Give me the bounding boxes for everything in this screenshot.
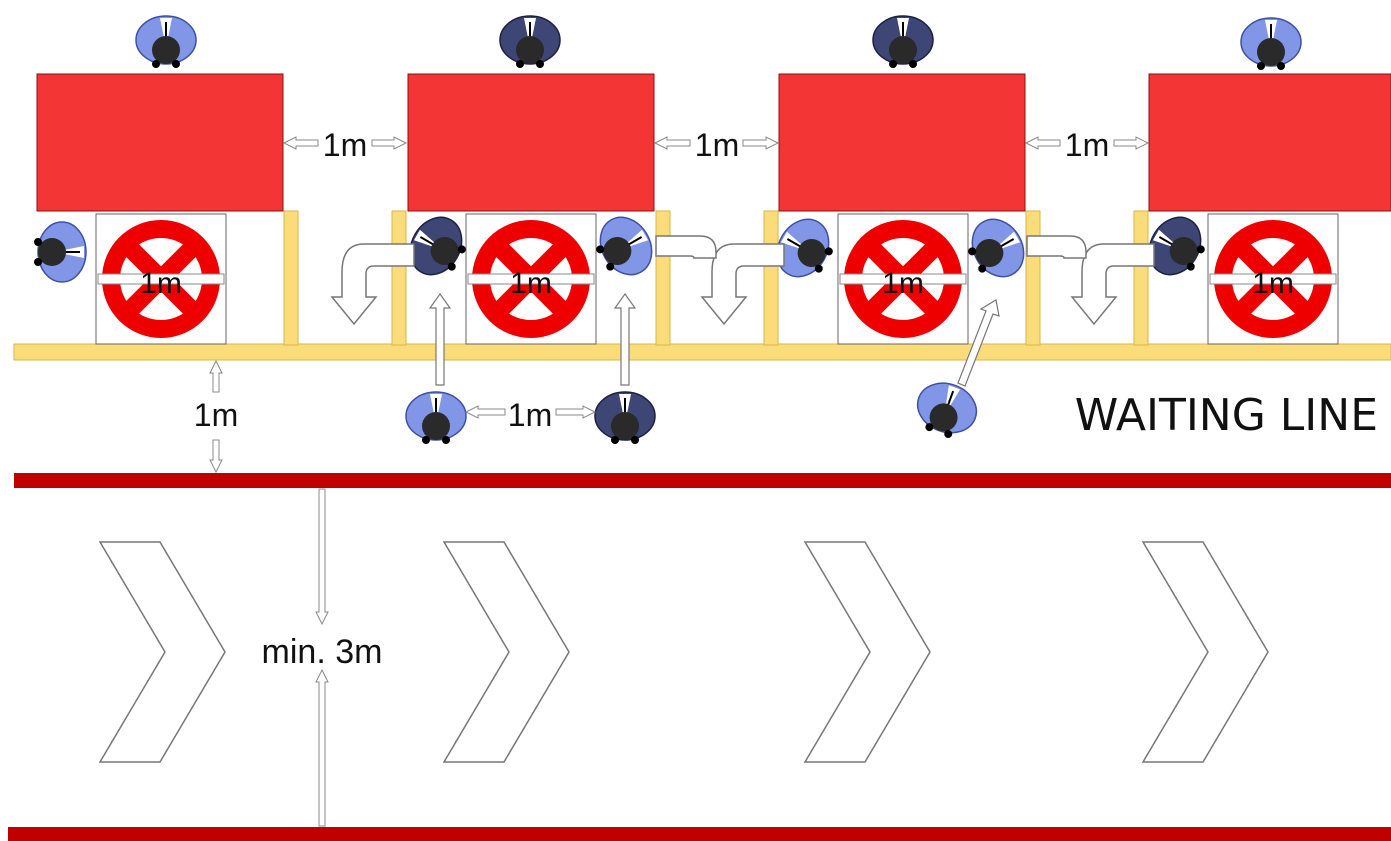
sign-label: 1m — [882, 267, 924, 300]
chevron-right-icon — [99, 541, 226, 763]
gap-arrows — [282, 136, 1150, 150]
barrier-rail — [13, 343, 1391, 361]
staff-person-icon — [872, 15, 934, 69]
queue-arrows — [428, 292, 1000, 387]
staff-person-icon — [1240, 17, 1302, 71]
waiting-line-label: WAITING LINE — [1075, 390, 1378, 441]
counter-gap-label: 1m — [695, 127, 739, 163]
waiting-person-icon — [594, 391, 656, 445]
visitor-person-icon — [33, 221, 87, 283]
aisle-bottom-line — [8, 827, 1391, 841]
sign-label: 1m — [510, 267, 552, 300]
barrier-distance-label: 1m — [194, 397, 238, 433]
waiting-person-icon — [405, 391, 467, 445]
flow-arrow-icon — [655, 235, 1087, 259]
aisle-width-label: min. 3m — [262, 633, 383, 671]
visitor-person-icon — [585, 207, 663, 287]
spacing-arrows — [464, 405, 597, 419]
waiting-person-icon — [908, 374, 985, 446]
staff-person-icon — [499, 15, 561, 69]
sign-label: 1m — [1252, 267, 1294, 300]
barrier-distance-arrows — [209, 359, 223, 474]
chevron-right-icon — [1142, 541, 1269, 763]
aisle-top-line — [14, 473, 1391, 488]
visitor-person-icon — [957, 209, 1035, 289]
staff-person-icon — [135, 15, 197, 69]
chevron-right-icon — [443, 541, 570, 763]
booth-counters — [36, 73, 1391, 212]
sign-label: 1m — [140, 267, 182, 300]
counter-gap-label: 1m — [1065, 127, 1109, 163]
aisle-width-arrows — [315, 488, 329, 827]
waiting-spacing-label: 1m — [508, 397, 552, 433]
counter-gap-label: 1m — [323, 127, 367, 163]
chevron-right-icon — [804, 541, 931, 763]
